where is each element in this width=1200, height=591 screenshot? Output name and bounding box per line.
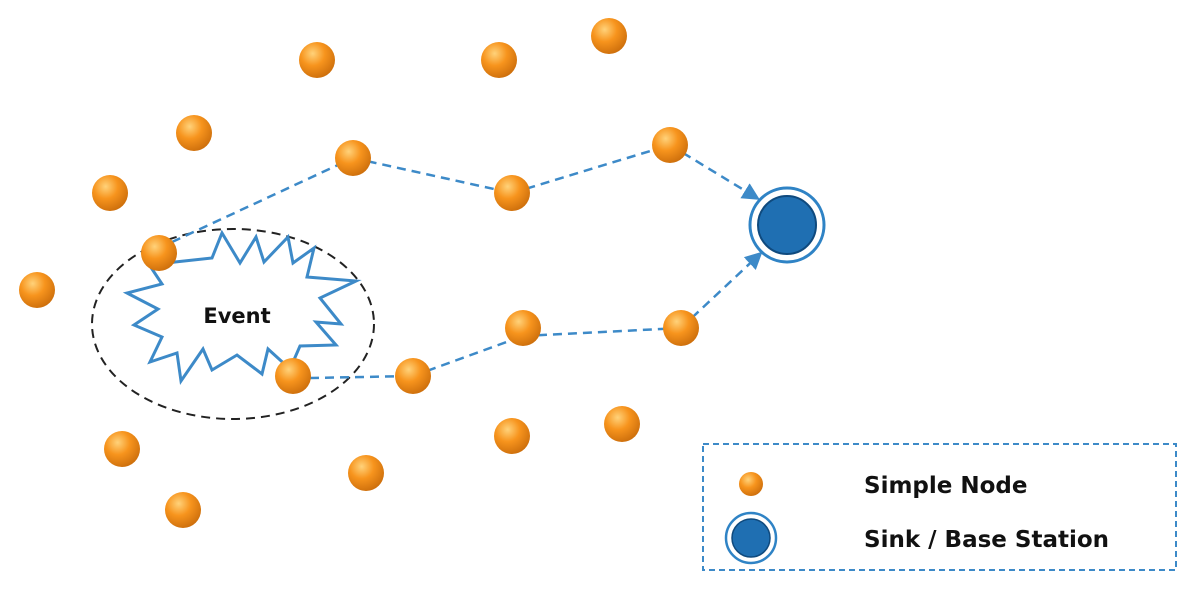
simple-nodes xyxy=(19,18,699,528)
event-region xyxy=(91,228,375,420)
event-label: Event xyxy=(203,304,270,328)
simple-node xyxy=(165,492,201,528)
simple-node xyxy=(481,42,517,78)
simple-node xyxy=(591,18,627,54)
legend: Simple Node Sink / Base Station xyxy=(702,443,1177,571)
simple-node xyxy=(494,418,530,454)
sink-base-station xyxy=(748,186,826,264)
route-segment xyxy=(171,156,354,244)
simple-node xyxy=(19,272,55,308)
simple-node xyxy=(604,406,640,442)
legend-simple-node-icon xyxy=(739,472,763,496)
simple-node xyxy=(104,431,140,467)
simple-node xyxy=(176,115,212,151)
legend-box xyxy=(702,443,1177,571)
legend-simple-node-label: Simple Node xyxy=(864,473,1027,499)
simple-node xyxy=(652,127,688,163)
simple-node xyxy=(92,175,128,211)
routing-path-lower xyxy=(309,251,763,380)
simple-node xyxy=(395,358,431,394)
route-segment xyxy=(412,334,524,378)
simple-node xyxy=(348,455,384,491)
simple-node xyxy=(141,235,177,271)
event-burst-shape xyxy=(122,229,362,386)
simple-node xyxy=(494,175,530,211)
simple-node xyxy=(335,140,371,176)
simple-node xyxy=(663,310,699,346)
route-segment xyxy=(309,374,414,380)
simple-node xyxy=(505,310,541,346)
route-segment xyxy=(522,326,682,338)
legend-sink-label: Sink / Base Station xyxy=(864,527,1109,553)
route-segment xyxy=(511,143,671,195)
route-segment xyxy=(352,156,513,195)
simple-node xyxy=(299,42,335,78)
simple-node xyxy=(275,358,311,394)
route-segment xyxy=(680,251,763,329)
